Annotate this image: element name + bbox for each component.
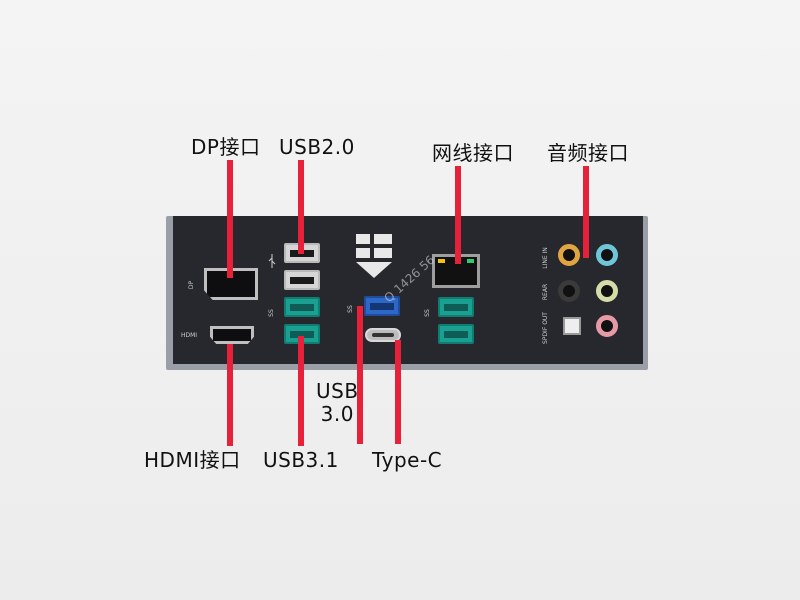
usb31-port-1 bbox=[284, 297, 320, 317]
pointer-usb31 bbox=[298, 336, 304, 446]
label-audio: 音频接口 bbox=[547, 141, 629, 165]
ss-tag-2: SS bbox=[346, 305, 354, 313]
audio-jack-lime bbox=[596, 280, 618, 302]
hdmi-port bbox=[210, 326, 254, 344]
label-usb30: USB 3.0 bbox=[316, 380, 359, 426]
usb-symbol-icon bbox=[268, 254, 276, 268]
label-usb20: USB2.0 bbox=[279, 135, 355, 159]
audio-jack-orange bbox=[558, 244, 580, 266]
tuf-logo-icon bbox=[356, 234, 392, 278]
pointer-typec bbox=[395, 340, 401, 444]
audio-line-in-tag: LINE IN bbox=[541, 247, 549, 269]
ss-tag-3: SS bbox=[423, 309, 431, 317]
label-network: 网线接口 bbox=[432, 141, 514, 165]
usb20-port-2 bbox=[284, 270, 320, 290]
usb30-port bbox=[364, 296, 400, 316]
label-hdmi: HDMI接口 bbox=[144, 448, 241, 472]
audio-spdif-tag: SPDIF OUT bbox=[541, 312, 549, 344]
pointer-usb30 bbox=[357, 306, 363, 444]
usb31-port-3 bbox=[438, 297, 474, 317]
label-dp: DP接口 bbox=[191, 135, 261, 159]
spdif-optical-port bbox=[563, 317, 581, 335]
label-typec: Type-C bbox=[372, 448, 443, 472]
ss-tag-1: SS bbox=[267, 309, 275, 317]
audio-rear-tag: REAR bbox=[542, 283, 550, 301]
usb31-port-4 bbox=[438, 324, 474, 344]
dp-tag: DP bbox=[188, 280, 196, 290]
label-usb30-line2: 3.0 bbox=[320, 402, 354, 426]
audio-jack-cyan bbox=[596, 244, 618, 266]
pointer-usb20 bbox=[298, 160, 304, 254]
pointer-dp bbox=[227, 160, 233, 278]
audio-jack-black bbox=[558, 280, 580, 302]
pointer-audio bbox=[583, 166, 589, 258]
pointer-network bbox=[455, 166, 461, 264]
audio-jack-pink bbox=[596, 315, 618, 337]
hdmi-tag: HDMI bbox=[181, 332, 198, 339]
type-c-port bbox=[365, 328, 401, 342]
label-usb30-line1: USB bbox=[316, 379, 359, 403]
pointer-hdmi bbox=[227, 344, 233, 446]
label-usb31: USB3.1 bbox=[263, 448, 339, 472]
